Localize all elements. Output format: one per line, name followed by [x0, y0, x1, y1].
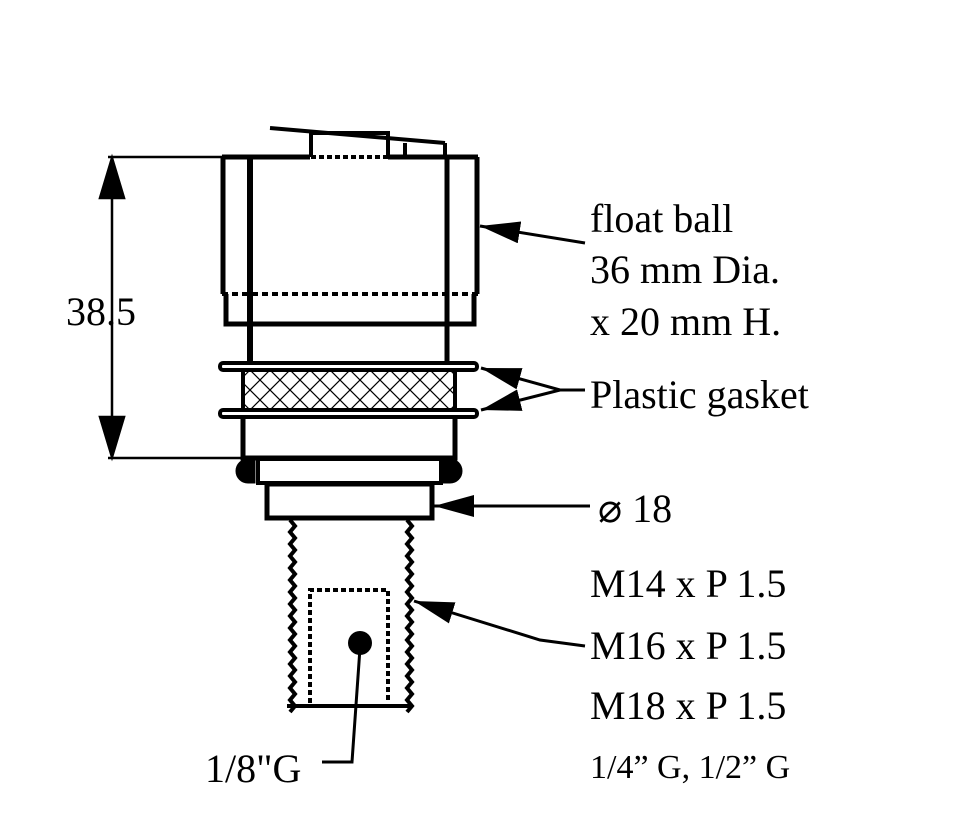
height-dimension [98, 153, 243, 462]
thread-option-m14: M14 x P 1.5 [590, 561, 786, 606]
o-ring [235, 457, 463, 485]
float-ball-height: x 20 mm H. [590, 299, 781, 344]
threaded-stem [287, 518, 415, 714]
float-ball [220, 154, 480, 364]
float-ball-label: float ball [590, 196, 733, 241]
plastic-gasket [218, 361, 479, 461]
float-ball-diameter: 36 mm Dia. [590, 247, 780, 292]
hex-body [264, 481, 435, 521]
port-leader [322, 647, 362, 764]
leader-lines [413, 221, 590, 648]
port-label: 1/8"G [205, 746, 301, 791]
diameter-label: ⌀ 18 [598, 486, 672, 531]
thread-option-m16: M16 x P 1.5 [590, 623, 786, 668]
switch-lever [269, 126, 447, 159]
dimension-height-label: 38.5 [66, 289, 136, 334]
port-dot [348, 631, 372, 655]
thread-option-m18: M18 x P 1.5 [590, 683, 786, 728]
thread-option-g: 1/4” G, 1/2” G [590, 749, 790, 786]
gasket-label: Plastic gasket [590, 372, 809, 417]
